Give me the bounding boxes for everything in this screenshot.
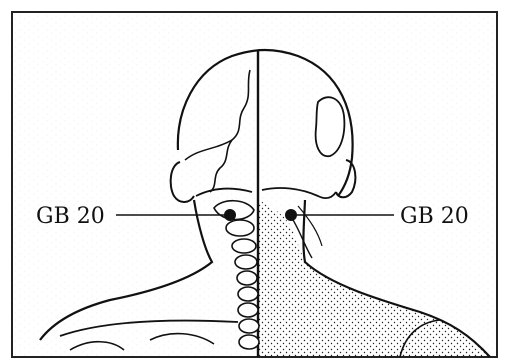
gb20-right-label: GB 20 <box>400 204 469 229</box>
gb20-left-label: GB 20 <box>36 204 105 229</box>
gb20-right-point <box>285 209 297 221</box>
occipital-bump <box>316 97 345 156</box>
gb20-left-point <box>224 209 236 221</box>
